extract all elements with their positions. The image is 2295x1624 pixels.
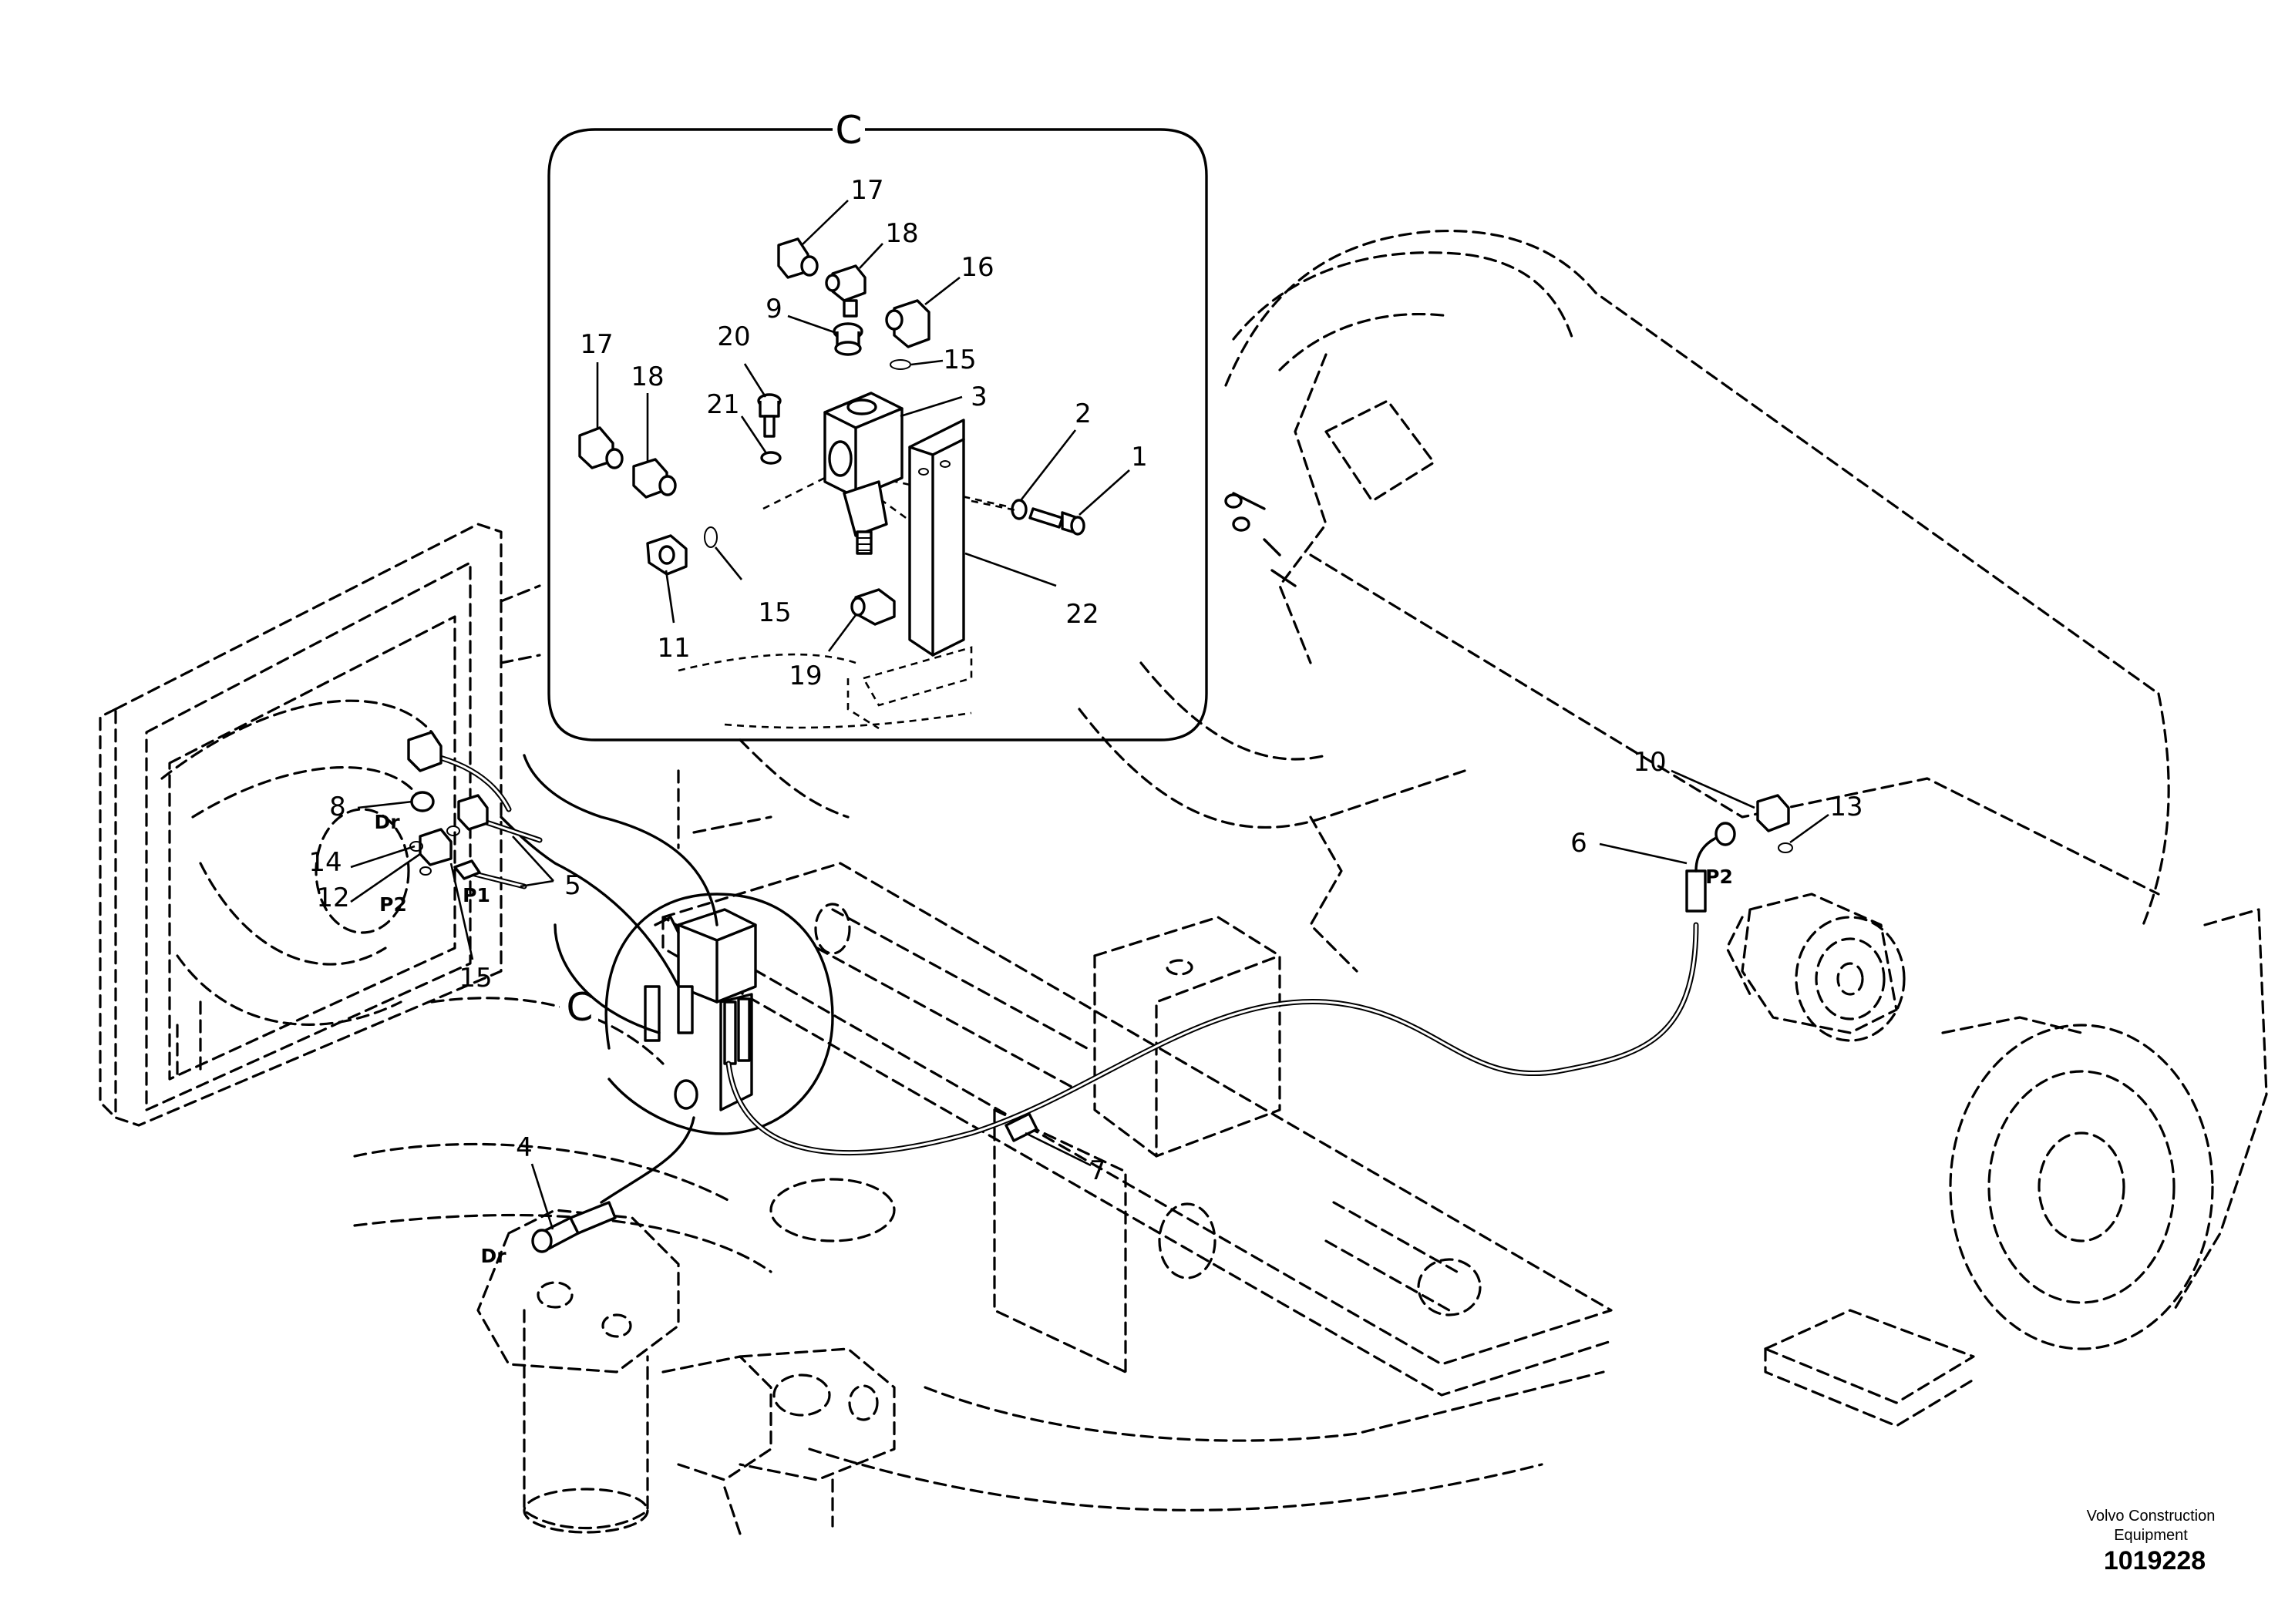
callout-1: 1 <box>1131 442 1148 472</box>
o-ring-15-left <box>704 526 718 548</box>
port-dr-left: Dr <box>374 811 400 833</box>
compressor <box>1725 893 1906 1042</box>
callout-10: 10 <box>1633 747 1666 778</box>
callout-20: 20 <box>717 321 750 352</box>
brand-line-2: Equipment <box>2114 1527 2188 1544</box>
brand-line-1: Volvo Construction <box>2086 1508 2216 1525</box>
fitting-18-left <box>632 458 677 499</box>
callout-21: 21 <box>706 389 739 420</box>
callout-5: 5 <box>564 870 581 901</box>
callout-14: 14 <box>308 847 342 878</box>
fitting-18-top <box>825 264 867 318</box>
callout-18-left: 18 <box>631 361 664 392</box>
callout-4: 4 <box>516 1132 533 1163</box>
detail-c-reference-letter: C <box>567 985 594 1030</box>
callout-13: 13 <box>1829 792 1863 822</box>
callout-16: 16 <box>961 252 994 283</box>
callout-17: 17 <box>850 175 883 206</box>
fitting-10 <box>1756 794 1790 832</box>
pump-assembly <box>476 1209 896 1535</box>
callout-12: 12 <box>316 883 349 913</box>
callout-2: 2 <box>1075 398 1092 429</box>
washer-21 <box>760 451 782 465</box>
fitting-17-top <box>777 237 819 279</box>
detail-c: C <box>547 108 1208 741</box>
drawing-number: 1019228 <box>2103 1546 2206 1575</box>
port-p1-left: P1 <box>463 884 490 906</box>
brand-label: Volvo Construction Equipment <box>2074 1507 2228 1545</box>
callout-15-main: 15 <box>459 963 492 994</box>
callout-3: 3 <box>971 382 988 412</box>
fitting-16 <box>885 299 930 348</box>
fitting-8 <box>410 791 435 812</box>
detail-c-reference: C <box>560 893 834 1135</box>
hose-6-fitting <box>1685 869 1707 913</box>
o-ring-15-top <box>890 359 911 370</box>
machine-outline <box>353 229 2268 1511</box>
port-p2-right: P2 <box>1705 866 1733 888</box>
hose-7-fitting <box>1004 1112 1038 1142</box>
bracket <box>908 419 965 657</box>
port-p2-left: P2 <box>379 893 407 916</box>
callout-8: 8 <box>329 792 346 822</box>
fitting-12 <box>419 828 453 866</box>
callout-6: 6 <box>1570 828 1587 859</box>
bolt-20 <box>757 393 782 438</box>
callout-9: 9 <box>766 294 782 324</box>
callout-11: 11 <box>657 633 690 664</box>
callout-17-left: 17 <box>580 329 613 360</box>
detail-c-frame <box>547 128 1208 741</box>
bolt-1 <box>1028 507 1085 536</box>
callout-18: 18 <box>885 218 918 249</box>
hoses <box>407 492 1793 1253</box>
callout-7: 7 <box>1089 1155 1106 1186</box>
detail-c-letter: C <box>836 108 863 153</box>
main-callouts: 10 13 6 7 4 8 14 12 5 15 Dr P2 P1 P2 Dr <box>308 747 1863 1267</box>
fitting-19 <box>850 588 896 626</box>
port-dr-bottom: Dr <box>480 1245 506 1267</box>
callout-15: 15 <box>943 345 976 375</box>
callout-19: 19 <box>789 661 822 691</box>
o-ring-14 <box>409 841 423 852</box>
callout-15-left: 15 <box>758 597 791 628</box>
fitting-9 <box>833 322 863 356</box>
cooler-outline <box>99 523 541 1127</box>
fitting-17-left <box>578 426 624 469</box>
o-ring-13 <box>1778 842 1793 853</box>
callout-22: 22 <box>1065 599 1099 630</box>
fitting-11 <box>646 534 688 576</box>
